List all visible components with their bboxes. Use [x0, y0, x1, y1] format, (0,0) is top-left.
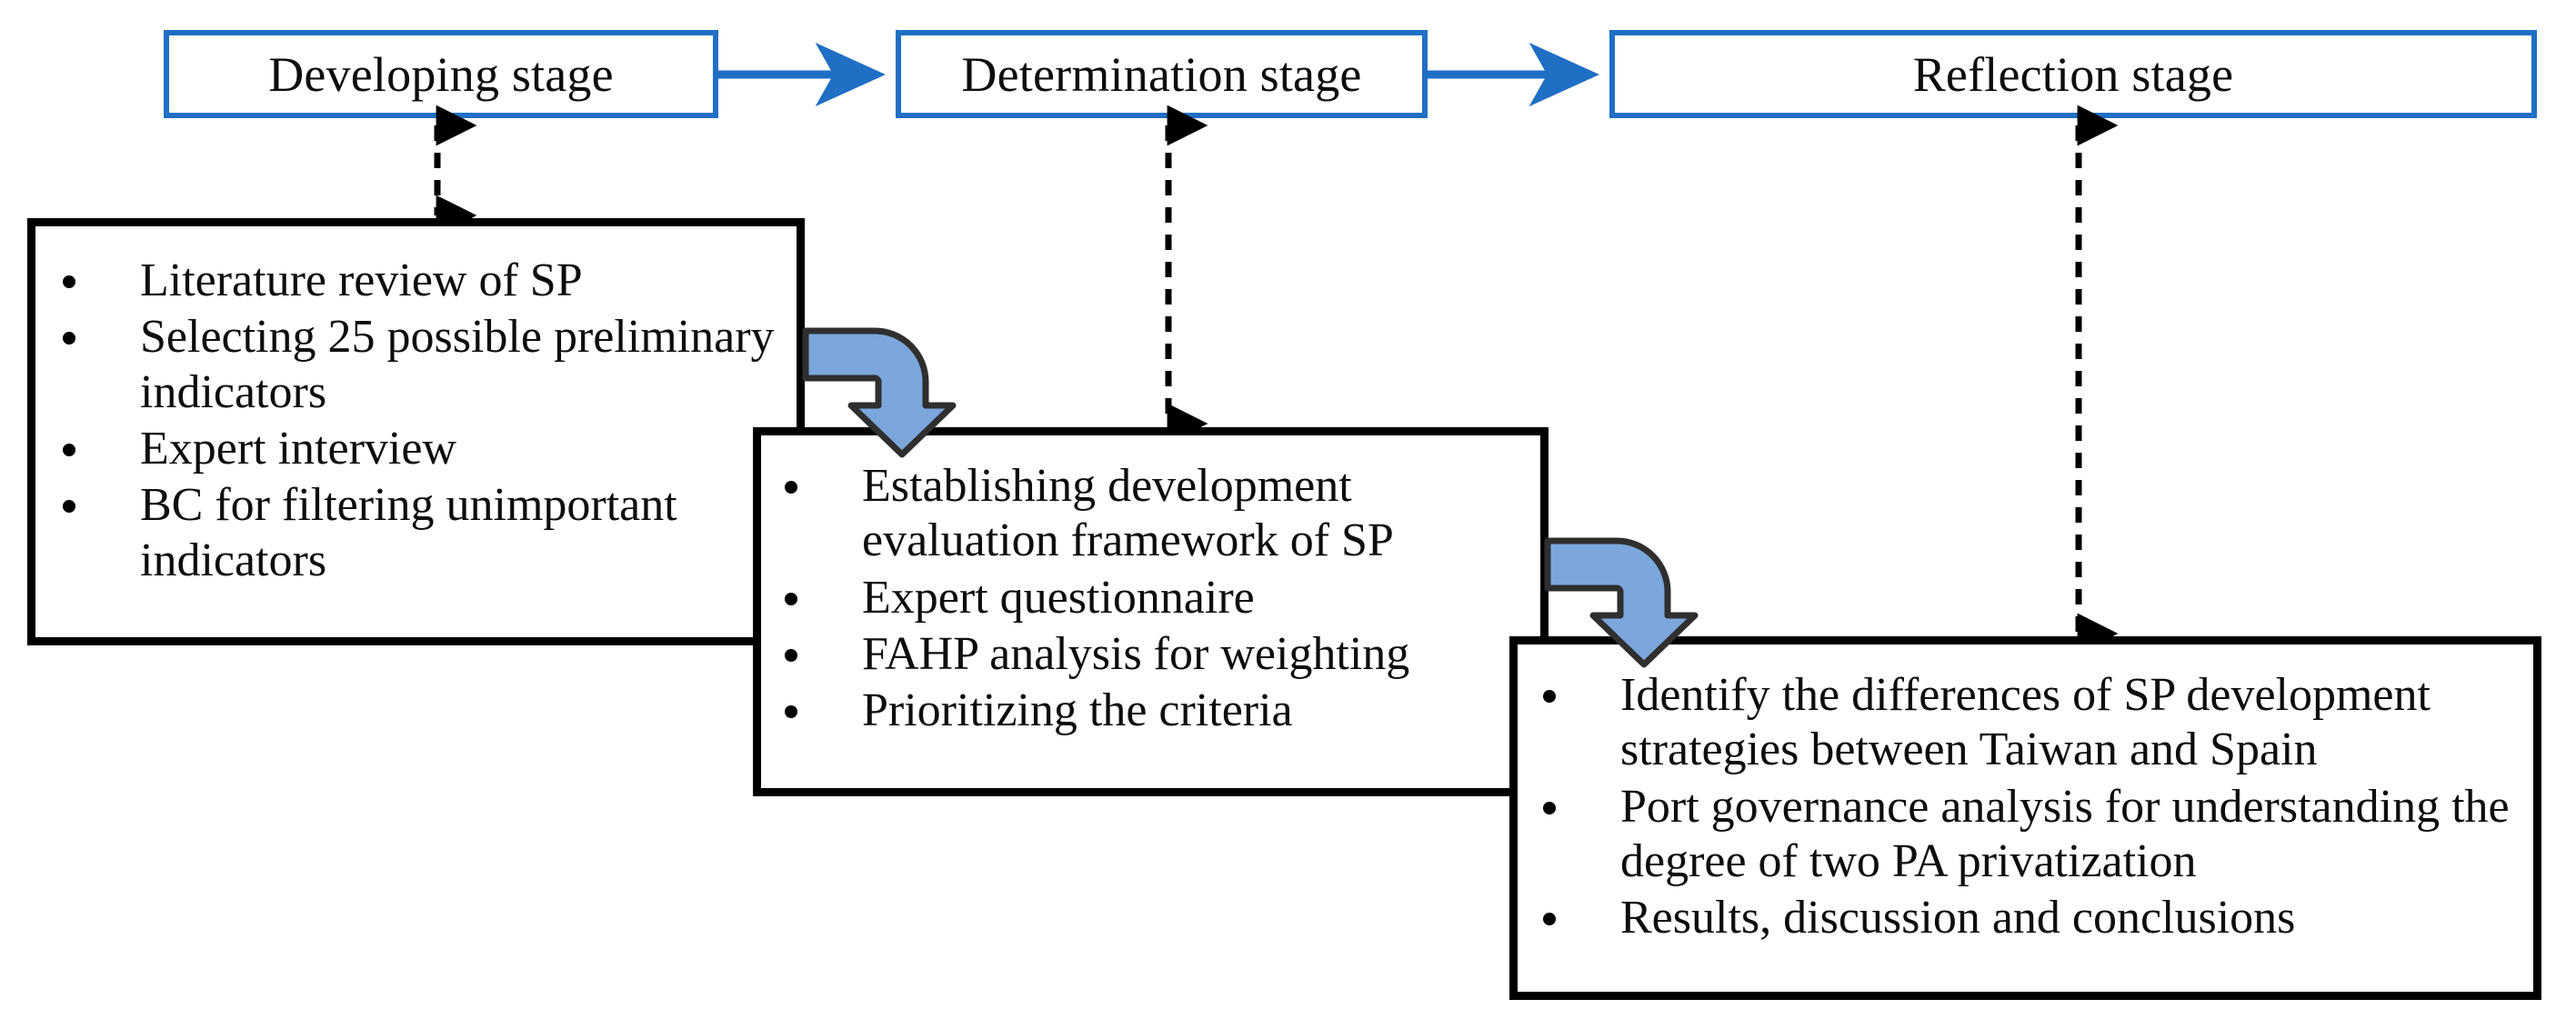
bullet-dot-icon: [1543, 913, 1556, 926]
stage-label-reflection: Reflection stage: [1912, 46, 2234, 102]
step-2-bullet-3: FAHP analysis for weighting: [862, 627, 1410, 680]
bullet-dot-icon: [785, 705, 797, 719]
list-item: Prioritizing the criteria: [785, 684, 1526, 738]
list-item: Expert questionnaire: [785, 571, 1526, 625]
list-item: Expert interview: [63, 422, 781, 476]
bullet-dot-icon: [63, 500, 75, 514]
stage-label-determination: Determination stage: [961, 46, 1362, 102]
bullet-dot-icon: [1543, 689, 1556, 703]
list-item: Establishing development evaluation fram…: [785, 459, 1526, 569]
list-item: Port governance analysis for understandi…: [1543, 780, 2521, 890]
list-item: Selecting 25 possible preliminary indica…: [63, 310, 781, 420]
list-item: Identify the differences of SP developme…: [1543, 668, 2521, 778]
step-box-3[interactable]: Identify the differences of SP developme…: [1509, 636, 2541, 1000]
stage-label-developing: Developing stage: [268, 46, 614, 102]
step-2-bullet-2: Expert questionnaire: [862, 571, 1255, 624]
step-2-bullet-4: Prioritizing the criteria: [862, 684, 1293, 737]
step-1-bullet-1: Literature review of SP: [140, 255, 583, 306]
stage-box-determination[interactable]: Determination stage: [896, 30, 1428, 118]
list-item: FAHP analysis for weighting: [785, 627, 1526, 682]
step-2-bullet-list: Establishing development evaluation fram…: [785, 459, 1526, 739]
step-3-bullet-list: Identify the differences of SP developme…: [1543, 668, 2521, 946]
step-3-bullet-2: Port governance analysis for understandi…: [1620, 780, 2510, 887]
step-1-bullet-2: Selecting 25 possible preliminary indica…: [140, 311, 775, 418]
step-1-bullet-3: Expert interview: [140, 422, 456, 475]
bullet-dot-icon: [63, 332, 75, 345]
step-1-bullet-list: Literature review of SP Selecting 25 pos…: [63, 254, 781, 588]
bullet-dot-icon: [1543, 801, 1556, 814]
step-box-2[interactable]: Establishing development evaluation fram…: [753, 427, 1549, 796]
bullet-dot-icon: [785, 648, 797, 662]
step-1-bullet-4: BC for filtering unimportant indicators: [140, 479, 677, 586]
stage-box-developing[interactable]: Developing stage: [164, 30, 718, 118]
step-3-bullet-3: Results, discussion and conclusions: [1620, 892, 2296, 944]
stage-box-reflection[interactable]: Reflection stage: [1609, 30, 2537, 118]
step-2-bullet-1: Establishing development evaluation fram…: [862, 460, 1394, 567]
list-item: BC for filtering unimportant indicators: [63, 478, 781, 588]
list-item: Results, discussion and conclusions: [1543, 891, 2521, 945]
bullet-dot-icon: [63, 275, 75, 288]
list-item: Literature review of SP: [63, 254, 781, 308]
bullet-dot-icon: [785, 480, 797, 494]
step-box-1[interactable]: Literature review of SP Selecting 25 pos…: [27, 218, 805, 645]
bullet-dot-icon: [785, 592, 797, 605]
step-3-bullet-1: Identify the differences of SP developme…: [1620, 669, 2431, 776]
bullet-dot-icon: [63, 443, 75, 456]
